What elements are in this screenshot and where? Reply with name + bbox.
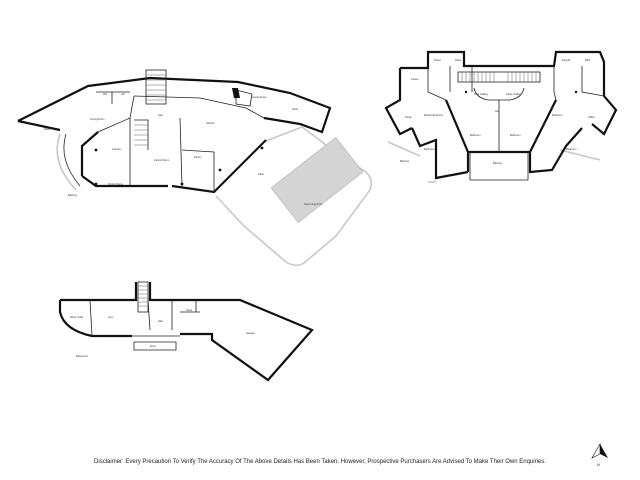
room-label: Entry <box>150 344 157 348</box>
north-label: N <box>597 462 600 467</box>
room-label: Study <box>405 115 412 119</box>
room-label: Dress <box>434 58 441 62</box>
room-label: Hall <box>158 113 163 117</box>
room-label: Family Room <box>154 158 169 162</box>
room-label: Guest Room <box>252 95 267 99</box>
north-arrow-icon: N <box>591 442 608 467</box>
room-label: Living Room <box>90 117 104 121</box>
disclaimer-text: Disclaimer: Every Precaution To Verify T… <box>94 459 546 465</box>
room-label: Bedroom <box>552 113 563 117</box>
room-label: Swimming Pool <box>304 202 322 206</box>
upper-floor-plan: Closet Dress Robe Ensuite Bath Stair Gal… <box>384 50 618 183</box>
room-label: Bedroom <box>510 133 521 137</box>
room-label: Bath <box>585 58 591 62</box>
lower-floor-plan: Wine Cellar Gym Hall Garage Store Entry … <box>58 281 314 382</box>
room-label: Ldr <box>121 92 125 96</box>
room-label: Basement <box>76 354 88 358</box>
room-label: Study Gallery <box>506 92 522 96</box>
room-label: Pantry <box>194 155 202 159</box>
room-label: Deck <box>44 127 51 131</box>
room-label: Wine Cellar <box>70 315 84 319</box>
room-label: Garage <box>246 331 255 335</box>
room-label: Dining Room <box>108 182 123 186</box>
room-label: Bedroom <box>470 133 481 137</box>
room-label: Robe <box>455 58 462 62</box>
room-label: Laundry <box>112 147 122 151</box>
room-label: Balcony <box>400 159 410 163</box>
room-label: Master Bedroom <box>424 113 443 117</box>
room-label: Office <box>588 115 595 119</box>
room-label: Bedroom <box>424 147 435 151</box>
swimming-pool <box>270 136 364 224</box>
room-label: Gym <box>108 315 113 319</box>
room-label: Ensuite <box>562 58 571 62</box>
room-label: Patio <box>258 172 264 176</box>
room-label: Store <box>186 308 193 312</box>
room-label: Hall <box>495 109 500 113</box>
room-label: Closet <box>411 77 419 81</box>
room-label: Kitchen <box>206 121 215 125</box>
room-label: Stair Gallery <box>474 92 489 96</box>
room-label: Bedroom <box>566 147 577 151</box>
room-label: Balcony <box>68 193 78 197</box>
ground-floor-plan: Deck Living Room WC Ldr Hall Guest Room … <box>17 69 373 267</box>
room-label: Store <box>292 107 299 111</box>
room-label: WC <box>103 92 107 96</box>
room-label: Balcony <box>493 161 503 165</box>
room-label: Hall <box>158 319 163 323</box>
